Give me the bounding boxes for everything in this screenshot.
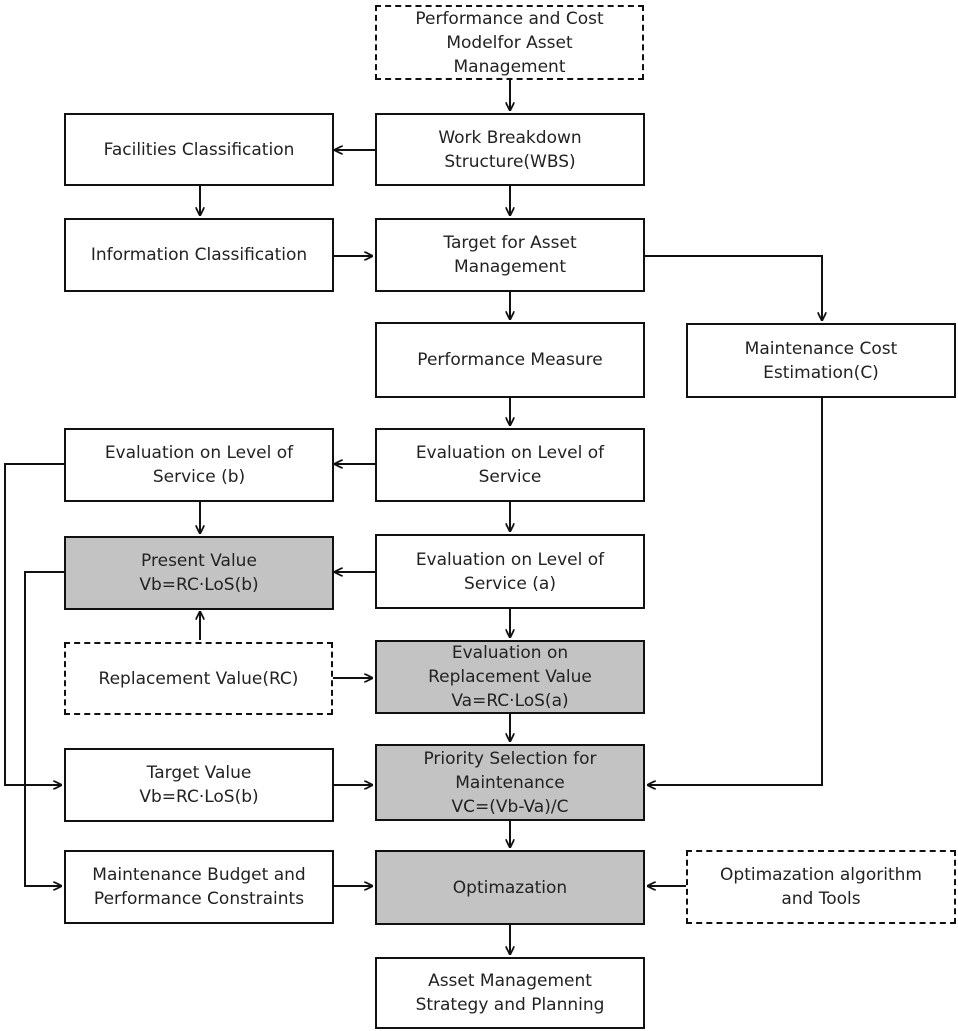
target-asset-management-label: Target for Asset Management [443, 233, 577, 277]
present-value-box: Present Value Vb=RC·LoS(b) [64, 536, 334, 610]
optimization-label: Optimazation [452, 877, 568, 898]
priority-selection-box: Priority Selection for Maintenance VC=(V… [375, 744, 645, 821]
evaluation-los-b-box: Evaluation on Level of Service (b) [64, 428, 334, 502]
arrow-present-value-to-budget [24, 571, 65, 886]
wbs-box: Work Breakdown Structure(WBS) [375, 113, 645, 186]
optimization-box: Optimazation [375, 850, 645, 925]
optimization-algorithm-box: Optimazation algorithm and Tools [686, 850, 956, 924]
maintenance-cost-estimation-label: Maintenance Cost Estimation(C) [744, 338, 898, 383]
evaluation-los-box: Evaluation on Level of Service [375, 428, 645, 502]
evaluation-los-b-label: Evaluation on Level of Service (b) [104, 443, 294, 487]
arrow-evaluation-b-to-target-value [4, 463, 65, 785]
replacement-value-label: Replacement Value(RC) [98, 668, 299, 689]
information-classification-label: Information Classification [90, 245, 308, 265]
evaluation-replacement-value-label: Evaluation on Replacement Value Va=RC·Lo… [428, 643, 592, 711]
target-value-box: Target Value Vb=RC·LoS(b) [64, 748, 334, 822]
performance-measure-label: Performance Measure [417, 350, 603, 370]
budget-constraints-label: Maintenance Budget and Performance Const… [92, 865, 306, 909]
optimization-algorithm-label: Optimazation algorithm and Tools [720, 865, 922, 909]
target-asset-management-box: Target for Asset Management [375, 218, 645, 292]
replacement-value-box: Replacement Value(RC) [64, 642, 333, 715]
evaluation-replacement-value-box: Evaluation on Replacement Value Va=RC·Lo… [375, 640, 645, 714]
present-value-label: Present Value Vb=RC·LoS(b) [139, 551, 259, 595]
performance-cost-model-label: Performance and Cost Modelfor Asset Mana… [415, 8, 604, 77]
performance-measure-box: Performance Measure [375, 322, 645, 398]
arrow-maintenance-cost-to-priority [648, 398, 823, 785]
evaluation-los-a-box: Evaluation on Level of Service (a) [375, 534, 645, 609]
target-value-label: Target Value Vb=RC·LoS(b) [139, 763, 259, 807]
facilities-classification-label: Facilities Classification [103, 139, 295, 160]
arrow-target-to-maintenance-cost [645, 255, 822, 320]
wbs-label: Work Breakdown Structure(WBS) [438, 127, 582, 172]
maintenance-cost-estimation-box: Maintenance Cost Estimation(C) [686, 323, 956, 398]
strategy-planning-box: Asset Management Strategy and Planning [375, 957, 645, 1029]
evaluation-los-label: Evaluation on Level of Service [415, 443, 605, 487]
evaluation-los-a-label: Evaluation on Level of Service (a) [415, 549, 605, 594]
facilities-classification-box: Facilities Classification [64, 113, 334, 186]
performance-cost-model-box: Performance and Cost Modelfor Asset Mana… [375, 5, 644, 80]
information-classification-box: Information Classification [64, 218, 334, 292]
priority-selection-label: Priority Selection for Maintenance VC=(V… [423, 748, 597, 817]
strategy-planning-label: Asset Management Strategy and Planning [415, 971, 605, 1015]
budget-constraints-box: Maintenance Budget and Performance Const… [64, 850, 334, 924]
